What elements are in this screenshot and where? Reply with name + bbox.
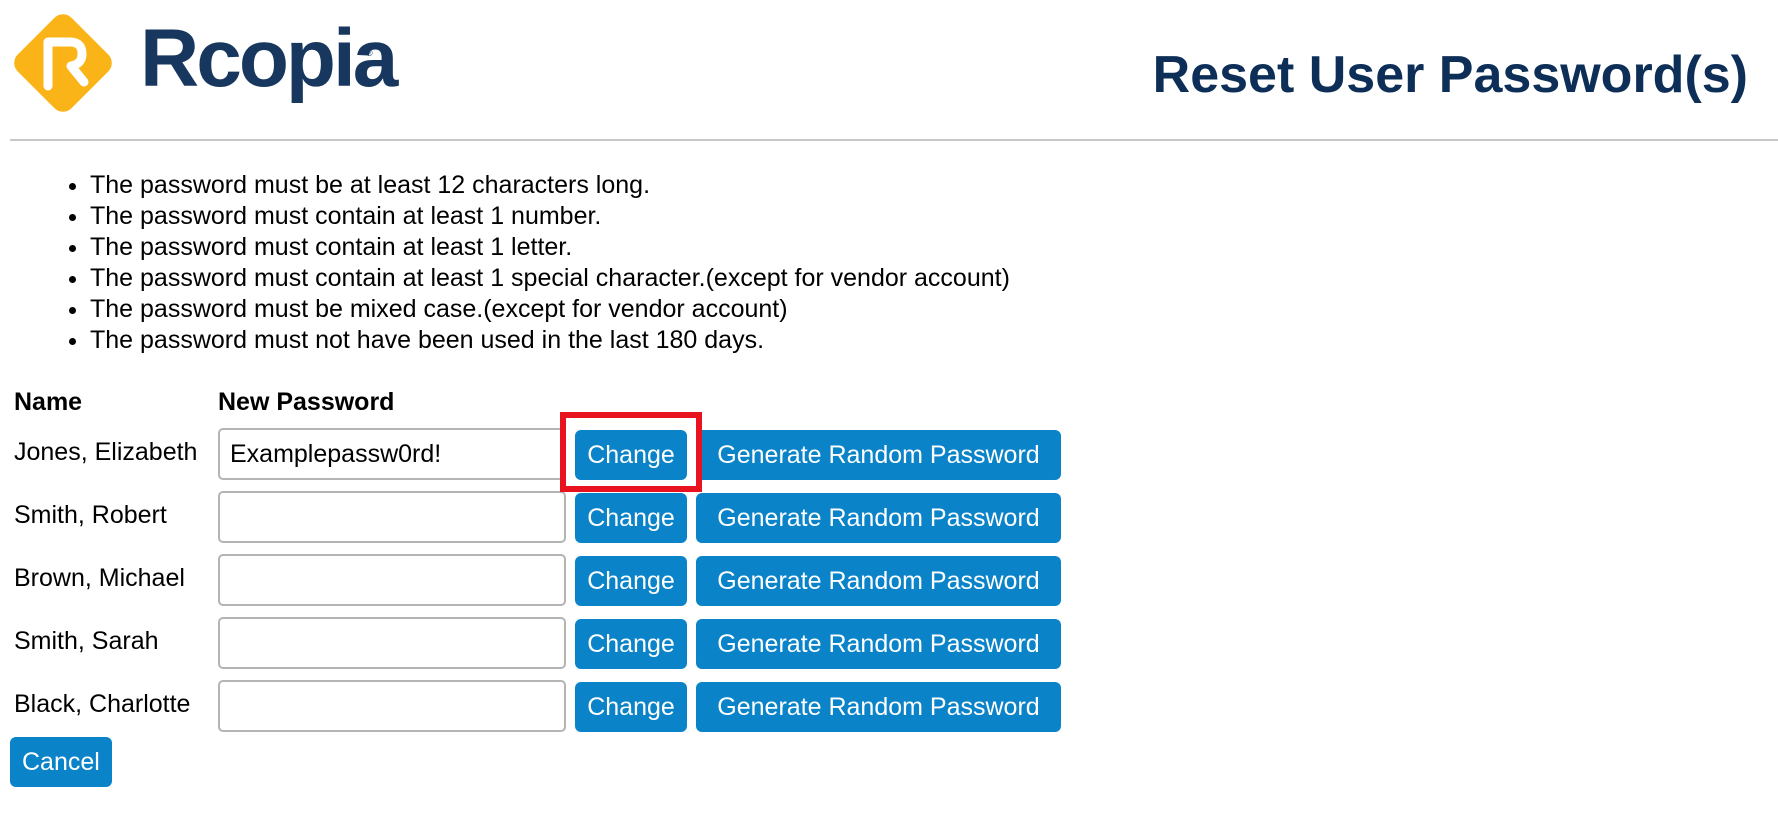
user-name: Black, Charlotte xyxy=(14,690,191,718)
change-button[interactable]: Change xyxy=(575,493,687,543)
change-button[interactable]: Change xyxy=(575,430,687,480)
generate-random-password-button[interactable]: Generate Random Password xyxy=(696,556,1061,606)
generate-random-password-button[interactable]: Generate Random Password xyxy=(696,619,1061,669)
password-rule: The password must contain at least 1 num… xyxy=(90,201,1010,232)
generate-random-password-button[interactable]: Generate Random Password xyxy=(696,682,1061,732)
logo-trademark: ® xyxy=(366,48,373,58)
page-title: Reset User Password(s) xyxy=(1152,46,1748,104)
change-button[interactable]: Change xyxy=(575,682,687,732)
password-rule: The password must contain at least 1 spe… xyxy=(90,263,1010,294)
generate-random-password-button[interactable]: Generate Random Password xyxy=(696,430,1061,480)
change-button[interactable]: Change xyxy=(575,556,687,606)
new-password-input[interactable] xyxy=(218,491,566,543)
rcopia-diamond-logo-icon xyxy=(14,14,112,112)
user-name: Smith, Robert xyxy=(14,501,167,529)
new-password-input[interactable] xyxy=(218,617,566,669)
rcopia-logo: Rcopia ® xyxy=(8,8,398,118)
password-rule: The password must be mixed case.(except … xyxy=(90,294,1010,325)
user-name: Smith, Sarah xyxy=(14,627,159,655)
change-button[interactable]: Change xyxy=(575,619,687,669)
new-password-input[interactable] xyxy=(218,680,566,732)
user-name: Brown, Michael xyxy=(14,564,185,592)
password-rule: The password must not have been used in … xyxy=(90,325,1010,356)
header-divider xyxy=(10,139,1778,141)
user-name: Jones, Elizabeth xyxy=(14,438,198,466)
column-header-new-password: New Password xyxy=(218,388,395,416)
new-password-input[interactable] xyxy=(218,554,566,606)
password-rules-list: The password must be at least 12 charact… xyxy=(50,170,1010,356)
password-rule: The password must be at least 12 charact… xyxy=(90,170,1010,201)
logo-wordmark: Rcopia xyxy=(140,13,398,104)
cancel-button[interactable]: Cancel xyxy=(10,737,112,787)
column-header-name: Name xyxy=(14,388,83,416)
new-password-input[interactable] xyxy=(218,428,566,480)
generate-random-password-button[interactable]: Generate Random Password xyxy=(696,493,1061,543)
password-rule: The password must contain at least 1 let… xyxy=(90,232,1010,263)
header: Rcopia ® Reset User Password(s) xyxy=(0,0,1778,140)
